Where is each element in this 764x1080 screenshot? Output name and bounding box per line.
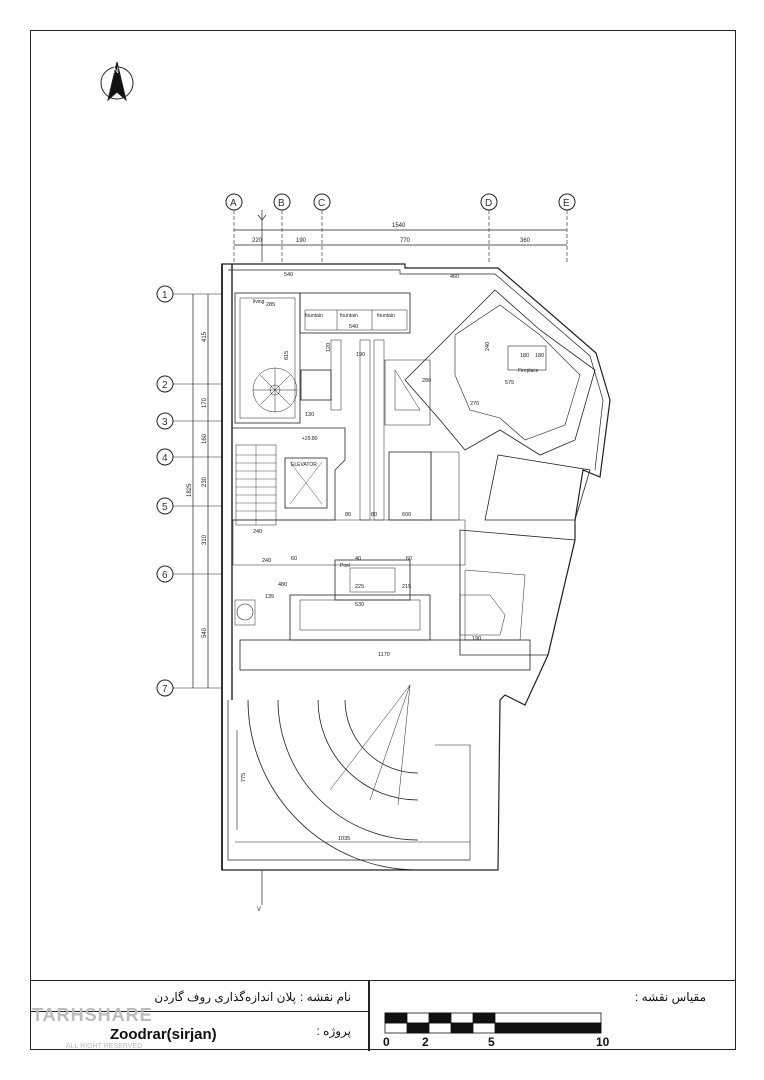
section-markers: V xyxy=(257,210,267,913)
interior-walls xyxy=(231,289,596,671)
north-label: N xyxy=(113,66,119,75)
floor-plan-drawing: N A B C D E 1540 220 190 770 360 1 2 3 4… xyxy=(100,61,611,913)
dim-label: 240 xyxy=(262,558,271,564)
dim-row-45: 230 xyxy=(202,476,208,487)
dim-label: 180 xyxy=(520,353,529,359)
label-fountain-3: fountain xyxy=(377,313,395,319)
dimension-labels: 540 460 285 540 615 120 130 190 240 575 … xyxy=(241,272,544,842)
top-dimension-lines: 1540 220 190 770 360 xyxy=(234,223,567,246)
garden-curved-path xyxy=(235,684,471,871)
dim-label: 270 xyxy=(470,401,479,407)
dim-ab: 220 xyxy=(252,238,263,244)
graphic-scale-bar xyxy=(384,1012,602,1034)
dim-label: 120 xyxy=(326,343,332,352)
title-block-divider xyxy=(368,981,370,1051)
dim-label: 190 xyxy=(472,636,481,642)
dim-label: 600 xyxy=(402,512,411,518)
grid-row-3: 3 xyxy=(162,417,168,428)
dim-bc: 190 xyxy=(296,238,307,244)
grid-column-markers: A B C D E xyxy=(225,193,576,262)
grid-row-5: 5 xyxy=(162,502,168,513)
dim-label: 285 xyxy=(266,302,275,308)
dim-label: 615 xyxy=(284,351,290,360)
grid-row-2: 2 xyxy=(162,380,168,391)
grid-row-7: 7 xyxy=(162,684,168,695)
label-living: living xyxy=(253,299,265,305)
dim-label: 180 xyxy=(535,353,544,359)
label-elevator: ELEVATOR xyxy=(291,462,317,468)
label-pool: Pool xyxy=(340,563,350,569)
dim-label: 540 xyxy=(349,324,358,330)
grid-col-d: D xyxy=(485,198,492,209)
north-arrow-icon: N xyxy=(100,61,134,102)
dim-label: 460 xyxy=(450,274,459,280)
dim-label: 775 xyxy=(241,773,247,782)
dim-label: 480 xyxy=(278,582,287,588)
dim-row-12: 415 xyxy=(202,331,208,342)
label-fireplace: Fireplace xyxy=(518,368,539,374)
dim-row-56: 310 xyxy=(202,534,208,545)
room-labels: living fountain fountain fountain Firepl… xyxy=(253,299,539,569)
grid-col-a: A xyxy=(230,198,237,209)
dim-row-34: 160 xyxy=(202,433,208,444)
section-mark-bottom: V xyxy=(257,907,261,913)
scale-label: مقیاس نقشه : xyxy=(635,990,706,1004)
project-name: Zoodrar(sirjan) xyxy=(110,1026,217,1043)
dim-label: 60 xyxy=(291,556,297,562)
watermark-subtitle: ALL RIGHT RESERVED xyxy=(66,1043,143,1050)
left-dimension-lines: 415 170 160 230 310 540 1825 xyxy=(187,294,209,688)
dim-total-width: 1540 xyxy=(392,223,406,229)
grid-row-markers: 1 2 3 4 5 6 7 xyxy=(156,285,222,697)
dim-row-23: 170 xyxy=(202,397,208,408)
dim-label: 130 xyxy=(305,412,314,418)
dim-label: 215 xyxy=(402,584,411,590)
map-name-value: پلان اندازه‌گذاری روف گاردن xyxy=(154,990,296,1004)
label-fountain-2: fountain xyxy=(340,313,358,319)
dim-label: 240 xyxy=(253,529,262,535)
grid-col-c: C xyxy=(318,198,325,209)
scale-tick-5: 5 xyxy=(488,1035,495,1049)
dim-label: 1170 xyxy=(378,652,390,658)
main-stair xyxy=(236,445,276,525)
dim-cd: 770 xyxy=(400,238,411,244)
title-block-row-divider xyxy=(30,1011,368,1012)
dim-label: 80 xyxy=(345,512,351,518)
watermark-logo: TARHSHARE xyxy=(32,1005,153,1025)
dim-label: 530 xyxy=(355,602,364,608)
label-level: +29.80 xyxy=(302,436,318,442)
grid-row-6: 6 xyxy=(162,570,168,581)
title-block: نام نقشه : پلان اندازه‌گذاری روف گاردن پ… xyxy=(30,980,736,1051)
dim-label: 135 xyxy=(265,594,274,600)
map-name-label: نام نقشه : xyxy=(300,990,351,1004)
dim-label: 240 xyxy=(485,342,491,351)
building-outline xyxy=(221,263,611,871)
dim-label: 280 xyxy=(422,378,431,384)
dim-row-67: 540 xyxy=(202,627,208,638)
scale-tick-10: 10 xyxy=(596,1035,610,1049)
grid-row-4: 4 xyxy=(162,453,168,464)
dim-label: 575 xyxy=(505,380,514,386)
drawing-sheet-border xyxy=(30,30,736,1050)
dim-total-height: 1825 xyxy=(187,483,193,497)
dim-label: 540 xyxy=(284,272,293,278)
dim-label: 190 xyxy=(356,352,365,358)
scale-tick-0: 0 xyxy=(383,1035,390,1049)
dim-de: 360 xyxy=(520,238,531,244)
dim-label: 60 xyxy=(406,556,412,562)
grid-col-e: E xyxy=(563,198,570,209)
dim-label: 225 xyxy=(355,584,364,590)
spiral-stair xyxy=(252,367,298,413)
scale-tick-2: 2 xyxy=(422,1035,429,1049)
grid-col-b: B xyxy=(278,198,285,209)
label-fountain-1: fountain xyxy=(305,313,323,319)
dim-label: 80 xyxy=(371,512,377,518)
project-label: پروژه : xyxy=(316,1024,351,1038)
dim-label: 40 xyxy=(355,556,361,562)
dim-label: 1035 xyxy=(338,836,350,842)
grid-row-1: 1 xyxy=(162,290,168,301)
